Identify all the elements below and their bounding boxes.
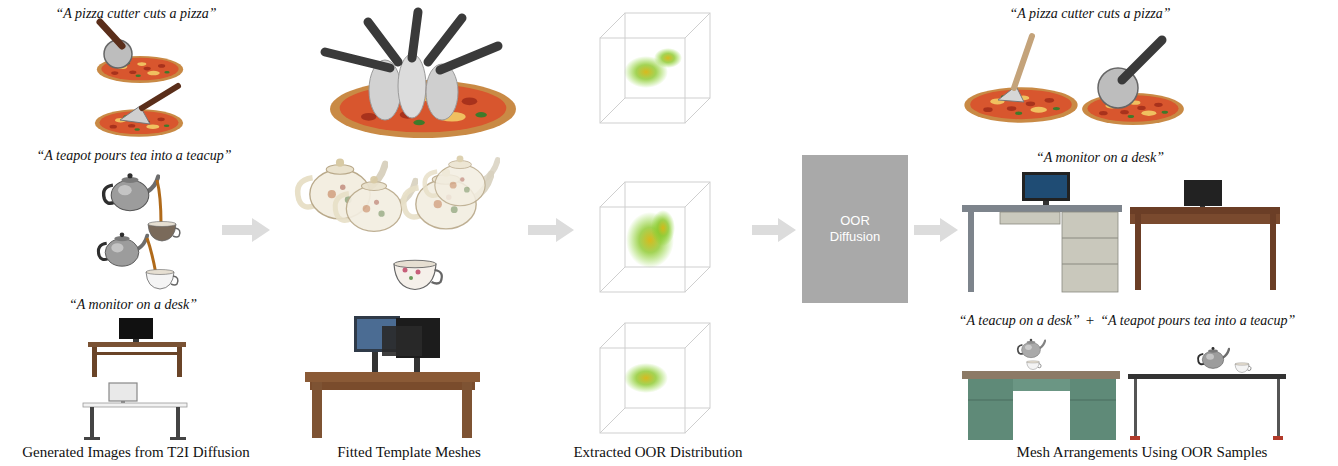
prompt-text: “A pizza cutter cuts a pizza” (55, 6, 216, 22)
prompt-text: “A teapot pours tea into a teacup” (37, 148, 232, 164)
process-box: OOR Diffusion (802, 155, 908, 303)
caption-row: “A teacup on a desk” + “A teapot pours tea… (959, 312, 1296, 329)
column-caption: Mesh Arrangements Using OOR Samples (1017, 444, 1268, 461)
column-caption: Fitted Template Meshes (337, 444, 481, 461)
prompt-text: “A teacup on a desk” (959, 313, 1080, 329)
column-caption: Extracted OOR Distribution (573, 444, 742, 461)
column-caption: Generated Images from T2I Diffusion (22, 444, 250, 461)
box-label: OOR Diffusion (819, 213, 891, 246)
prompt-text: “A pizza cutter cuts a pizza” (1009, 6, 1170, 22)
fitted-meshes (298, 12, 516, 438)
mesh-arrangements (962, 36, 1286, 440)
prompt-text: “A monitor on a desk” (1036, 150, 1164, 166)
oor-distribution (600, 13, 710, 433)
plus-sign: + (1086, 312, 1094, 329)
generated-images (83, 22, 187, 440)
prompt-text: “A teapot pours tea into a teacup” (1100, 313, 1295, 329)
prompt-text: “A monitor on a desk” (69, 297, 197, 313)
